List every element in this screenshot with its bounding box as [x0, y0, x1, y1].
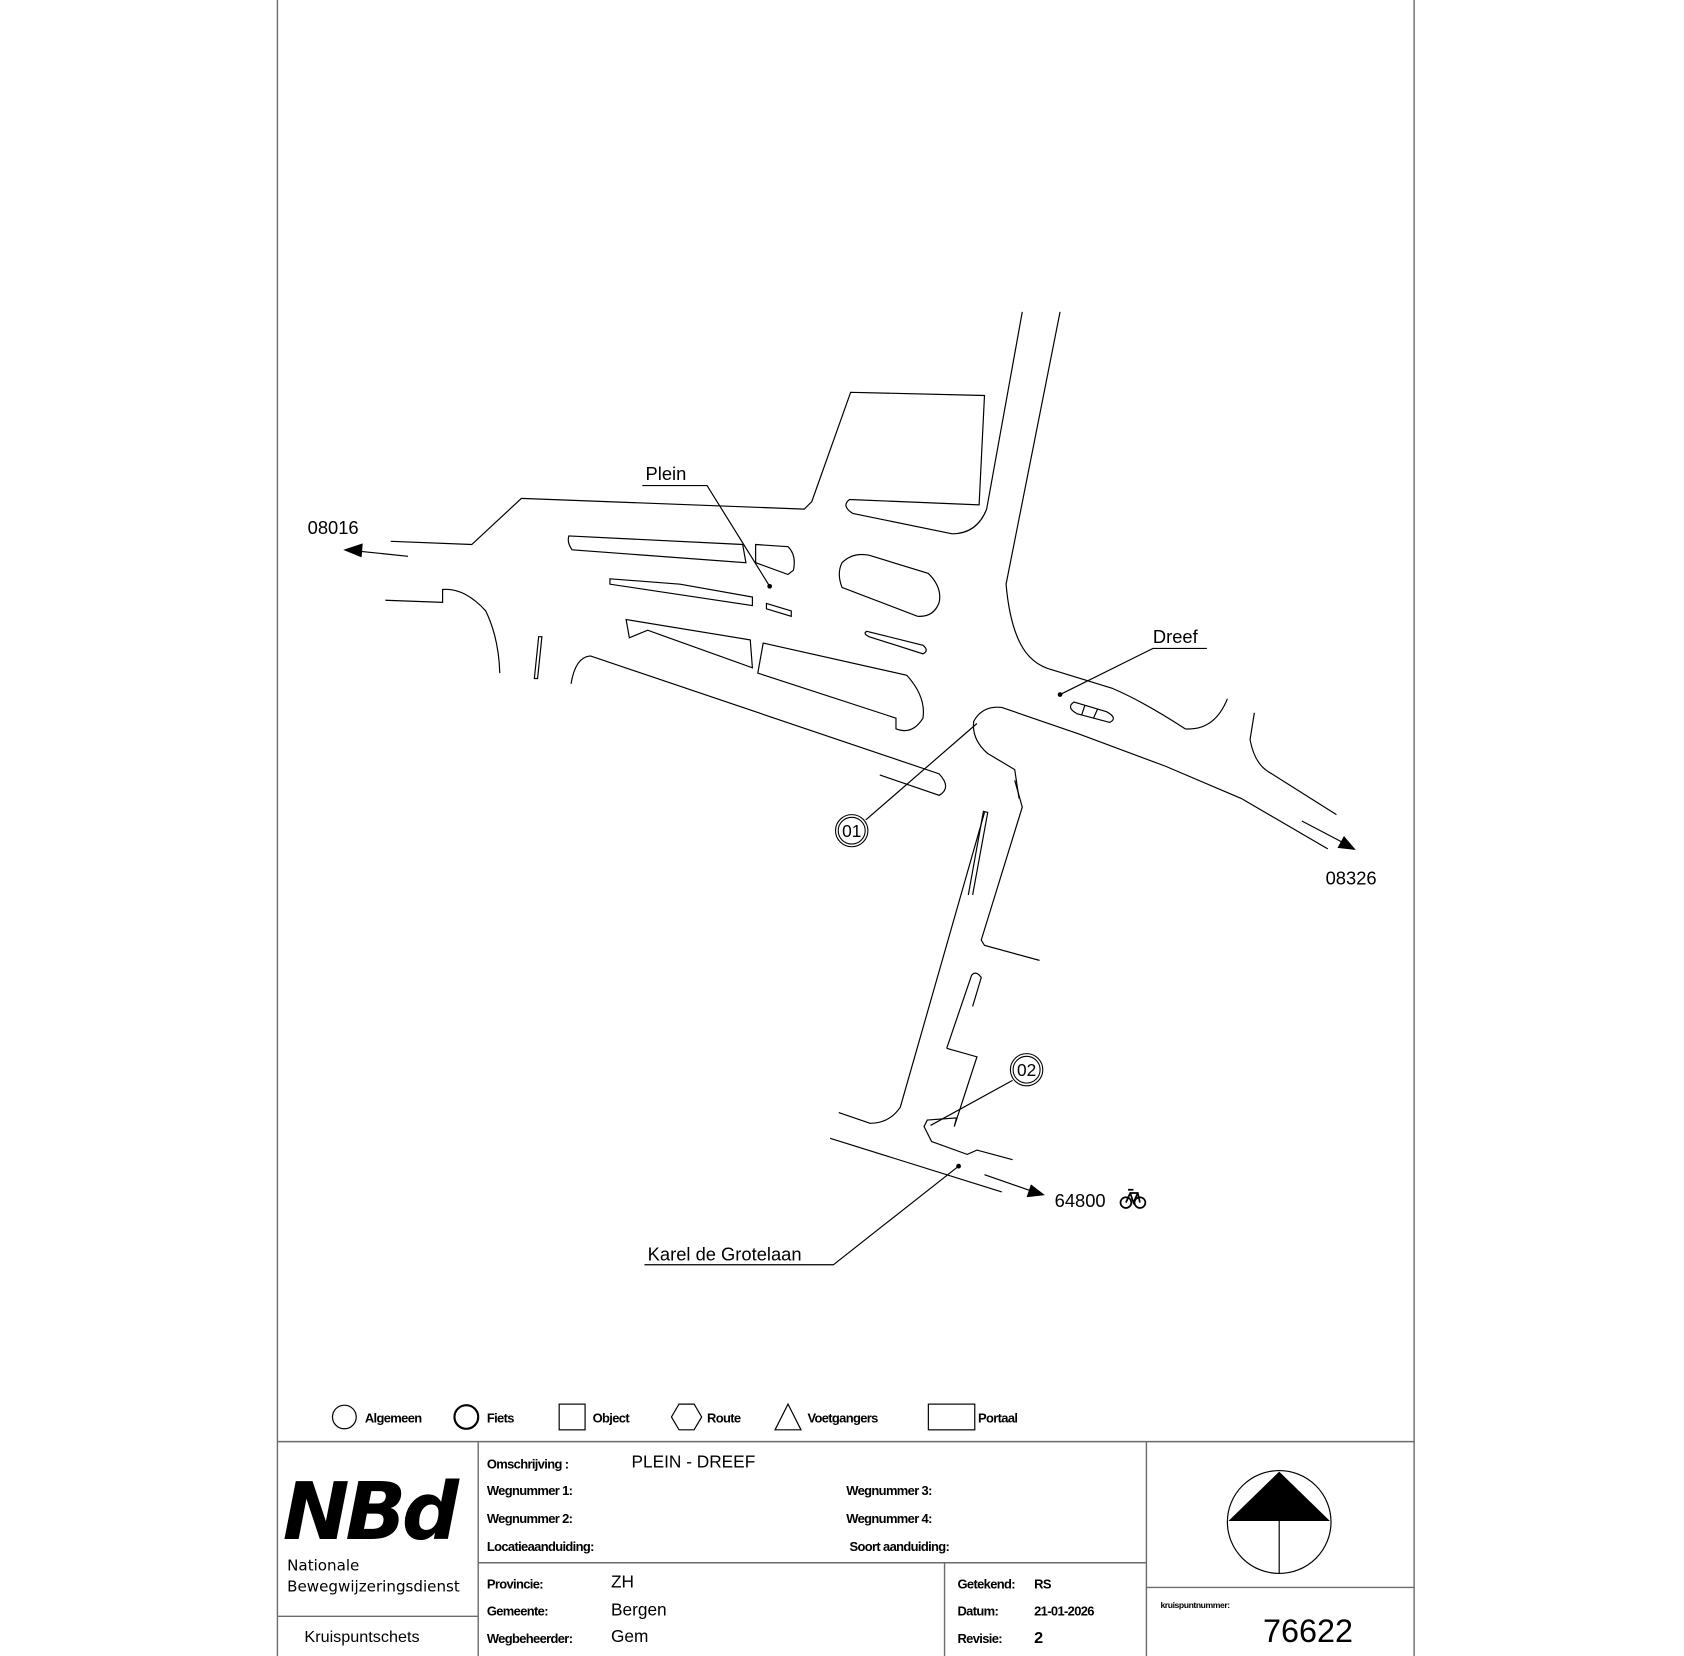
- marker-02[interactable]: 02: [930, 1053, 1044, 1126]
- road-edge-north-west: [390, 311, 1023, 546]
- gemeente-value: Bergen: [611, 1599, 667, 1619]
- org-name-line1: Nationale: [287, 1556, 359, 1574]
- road-edge-south-east-right: [1249, 712, 1337, 816]
- legend-square-icon: [558, 1403, 586, 1431]
- road-label-plein: Plein: [646, 463, 687, 484]
- omschrijving-value: PLEIN - DREEF: [632, 1451, 756, 1471]
- leader-line: [642, 484, 771, 587]
- wegbeheerder-label: Wegbeheerder:: [487, 1631, 573, 1646]
- island: [864, 630, 927, 655]
- island: [609, 578, 753, 607]
- island: [757, 642, 925, 732]
- marker-label: 02: [1017, 1060, 1036, 1080]
- omschrijving-label: Omschrijving :: [487, 1456, 569, 1471]
- soort-label: Soort aanduiding:: [850, 1539, 950, 1554]
- legend-label: Object: [593, 1410, 631, 1425]
- road-map: 08016 08326 64800 Plein Dreef Karel de G…: [308, 311, 1377, 1266]
- north-arrow-icon: [1226, 1469, 1332, 1575]
- legend-bold-circle-icon: [453, 1404, 480, 1430]
- legend-label: Algemeen: [365, 1410, 422, 1425]
- island: [765, 602, 792, 618]
- road-edge-west-lower: [385, 588, 501, 674]
- wegbeheerder-value: Gem: [611, 1626, 648, 1646]
- island: [567, 535, 747, 564]
- wegnummer2-label: Wegnummer 2:: [487, 1511, 573, 1526]
- revisie-value: 2: [1034, 1629, 1043, 1647]
- document-type: Kruispuntschets: [304, 1628, 419, 1646]
- locatie-label: Locatieaanduiding:: [487, 1539, 594, 1554]
- direction-label-bike: 64800: [1055, 1190, 1106, 1211]
- road-edge-north-east: [1005, 311, 1228, 730]
- legend-rectangle-icon: [927, 1403, 976, 1431]
- island: [923, 972, 1013, 1161]
- leader-line: [644, 1165, 959, 1266]
- leader-dot: [767, 583, 773, 589]
- island: [625, 618, 754, 669]
- legend-circle-icon: [331, 1404, 357, 1430]
- island: [1069, 701, 1114, 724]
- legend: Algemeen Fiets Object Route Voetgangers …: [331, 1402, 1018, 1431]
- marker-label: 01: [842, 821, 861, 841]
- legend-label: Route: [707, 1410, 741, 1425]
- wegnummer3-label: Wegnummer 3:: [846, 1483, 932, 1498]
- datum-label: Datum:: [958, 1603, 999, 1618]
- title-block: NBd Nationale Bewegwijzeringsdienst Krui…: [283, 1451, 1353, 1649]
- road-edge-south-left: [838, 812, 986, 1124]
- road-edge-west-south: [570, 655, 947, 796]
- kruispunt-number: 76622: [1263, 1613, 1353, 1649]
- revisie-label: Revisie:: [958, 1631, 1003, 1646]
- marker-01[interactable]: 01: [834, 723, 978, 848]
- island: [533, 636, 543, 680]
- org-name-line2: Bewegwijzeringsdienst: [287, 1578, 460, 1596]
- direction-arrow-southeast: [1301, 820, 1356, 850]
- direction-label-southeast: 08326: [1326, 867, 1377, 888]
- road-edge-south-right: [980, 780, 1040, 961]
- kruispunt-label: kruispuntnummer:: [1160, 1600, 1230, 1610]
- direction-arrow-bike: [984, 1174, 1045, 1198]
- nbd-logo: NBd: [283, 1465, 460, 1558]
- getekend-label: Getekend:: [958, 1577, 1016, 1592]
- wegnummer4-label: Wegnummer 4:: [846, 1511, 932, 1526]
- datum-value: 21-01-2026: [1034, 1603, 1094, 1618]
- legend-label: Voetgangers: [807, 1410, 878, 1425]
- page-frame: [276, 0, 1415, 1656]
- leader-dot: [1057, 692, 1063, 697]
- island: [967, 810, 989, 896]
- getekend-value: RS: [1034, 1577, 1052, 1592]
- legend-label: Fiets: [487, 1410, 514, 1425]
- provincie-value: ZH: [611, 1571, 634, 1591]
- leader-line: [1059, 647, 1207, 696]
- road-edge-south-east: [972, 706, 1329, 850]
- road-label-dreef: Dreef: [1153, 626, 1199, 647]
- island: [755, 543, 795, 576]
- bicycle-icon: [1119, 1188, 1147, 1209]
- road-label-karel: Karel de Grotelaan: [648, 1244, 802, 1265]
- leader-dot: [956, 1163, 961, 1169]
- wegnummer1-label: Wegnummer 1:: [487, 1483, 573, 1498]
- legend-triangle-icon: [774, 1402, 802, 1431]
- legend-hexagon-icon: [670, 1403, 703, 1431]
- gemeente-label: Gemeente:: [487, 1603, 548, 1618]
- provincie-label: Provincie:: [487, 1577, 543, 1592]
- road-edge-karel: [829, 1137, 1002, 1193]
- island: [838, 553, 941, 617]
- direction-arrow-west: [343, 543, 409, 558]
- direction-label-west: 08016: [308, 517, 359, 538]
- legend-label: Portaal: [978, 1410, 1017, 1425]
